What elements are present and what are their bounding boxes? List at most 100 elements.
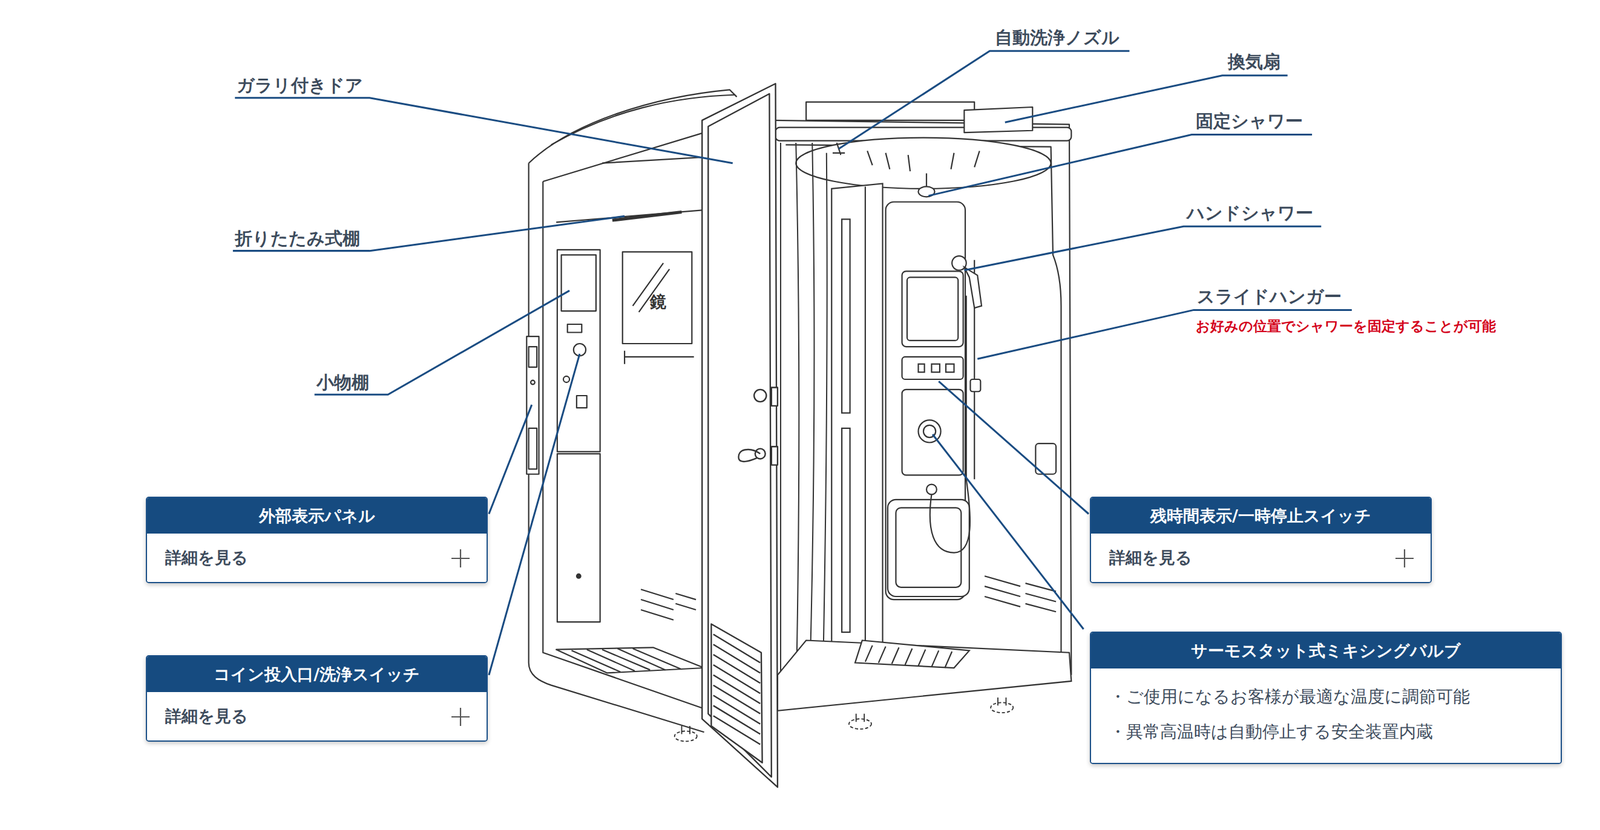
- corner-post-part: [831, 183, 883, 669]
- part-label: 鏡: [649, 292, 667, 312]
- booth-frame-part: [867, 150, 980, 172]
- louvered-door-part: [738, 449, 761, 462]
- floor-tray-part: [777, 640, 1072, 711]
- louvered-door-part: [708, 93, 772, 778]
- left-compartment-part: [622, 251, 693, 344]
- left-compartment-part: [528, 428, 537, 469]
- corner-post-part: [841, 428, 850, 633]
- back-wall-column-part: [895, 507, 961, 587]
- part-label: 小物棚: [316, 372, 370, 394]
- card-title: サーモスタット式ミキシングバルブ: [1091, 632, 1561, 669]
- back-wall-column-part: [945, 364, 954, 373]
- back-wall-column-part: [926, 484, 937, 496]
- adjuster-feet-part: [849, 718, 872, 730]
- left-compartment-part: [576, 574, 581, 579]
- left-compartment-part: [632, 263, 670, 313]
- part-label: スライドハンガー: [1196, 286, 1342, 308]
- leader-line-part: [488, 354, 580, 676]
- curtain-part: [795, 142, 799, 704]
- curtain-part: [780, 142, 782, 704]
- back-wall-column-part: [907, 277, 958, 341]
- leader-line-part: [838, 50, 1130, 149]
- shower-fittings-part: [970, 379, 981, 392]
- left-compartment-part: [528, 346, 537, 368]
- booth-frame-part: [795, 137, 1051, 189]
- detail-link: 詳細を見る: [147, 533, 487, 583]
- left-compartment-part: [557, 249, 601, 453]
- part-label: 換気扇: [1227, 51, 1281, 73]
- adjuster-feet-part: [990, 702, 1014, 713]
- left-compartment-part: [556, 209, 704, 223]
- leader-line-part: [488, 404, 532, 514]
- plus-icon: [1395, 549, 1414, 568]
- louvered-door-part: [771, 446, 778, 465]
- leader-line-part: [963, 226, 1322, 270]
- left-compartment-part: [526, 336, 539, 475]
- curtain-part: [822, 153, 828, 699]
- back-wall-column-part: [902, 357, 964, 380]
- corner-post-part: [841, 219, 850, 413]
- booth-frame-part: [772, 120, 1072, 676]
- booth-frame-part: [925, 173, 928, 187]
- left-compartment-part: [563, 376, 570, 383]
- floor-tray-part: [855, 640, 970, 669]
- floor-tray: [777, 640, 1072, 711]
- detail-card: コイン投入口/洗浄スイッチ詳細を見る: [145, 655, 488, 742]
- card-body: 詳細を見る: [147, 692, 487, 741]
- card-note: ・ご使用になるお客様が最適な温度に調節可能: [1091, 679, 1561, 715]
- back-wall-column: [885, 202, 971, 600]
- left-compartment-part: [556, 647, 704, 673]
- left-compartment-part: [557, 453, 601, 623]
- shower-fittings-part: [984, 576, 1056, 612]
- detail-link: 詳細を見る: [147, 692, 487, 741]
- louvered-door-part: [754, 389, 767, 402]
- detail-card: 外部表示パネル詳細を見る: [145, 496, 488, 584]
- plus-icon: [450, 548, 471, 569]
- curtain: [780, 142, 828, 704]
- left-compartment-part: [567, 324, 583, 333]
- detail-card: サーモスタット式ミキシングバルブ・ご使用になるお客様が最適な温度に調節可能・異常…: [1089, 631, 1562, 765]
- louvered-door-part: [713, 634, 761, 745]
- plus-icon: [451, 549, 470, 568]
- left-compartment-part: [640, 589, 696, 621]
- louvered-door-part: [711, 624, 762, 764]
- leader-line-part: [234, 98, 733, 164]
- left-compartment-part: [576, 395, 587, 408]
- detail-link: 詳細を見る: [1091, 533, 1431, 583]
- card-title: 残時間表示/一時停止スイッチ: [1091, 498, 1431, 534]
- plus-icon: [451, 708, 470, 727]
- leader-line-part: [314, 290, 570, 395]
- back-wall-column-part: [931, 364, 940, 373]
- plus-icon: [450, 706, 471, 728]
- back-wall-column-part: [887, 499, 970, 597]
- left-compartment-part: [542, 181, 704, 709]
- back-wall-column-part: [902, 271, 964, 347]
- back-wall-column-part: [918, 364, 925, 373]
- leader-line-part: [932, 434, 1084, 630]
- booth-frame-part: [806, 102, 975, 121]
- card-title: 外部表示パネル: [147, 498, 487, 534]
- booth-frame-part: [963, 107, 1033, 133]
- part-label: 自動洗浄ノズル: [994, 27, 1120, 49]
- booth-frame: [772, 102, 1072, 676]
- adjuster-feet-part: [674, 731, 698, 742]
- detail-card: 残時間表示/一時停止スイッチ詳細を見る: [1089, 496, 1432, 584]
- left-compartment-part: [561, 254, 597, 312]
- booth-frame-part: [832, 142, 845, 155]
- leader-line-part: [977, 309, 1352, 359]
- card-body: 詳細を見る: [1091, 533, 1431, 583]
- corner-post: [831, 183, 883, 669]
- part-label: 固定シャワー: [1195, 110, 1303, 132]
- left-compartment-part: [624, 350, 695, 365]
- plus-icon: [1394, 548, 1415, 569]
- floor-tray-part: [865, 645, 952, 669]
- back-wall-column-part: [930, 295, 971, 554]
- left-compartment-part: [530, 380, 535, 385]
- shower-fittings: [951, 255, 1056, 612]
- card-note: ・異常高温時は自動停止する安全装置内蔵: [1091, 714, 1561, 750]
- leader-line-part: [232, 216, 625, 251]
- card-title: コイン投入口/洗浄スイッチ: [147, 656, 487, 693]
- part-label: ガラリ付きドア: [236, 75, 364, 97]
- left-compartment-part: [571, 648, 681, 673]
